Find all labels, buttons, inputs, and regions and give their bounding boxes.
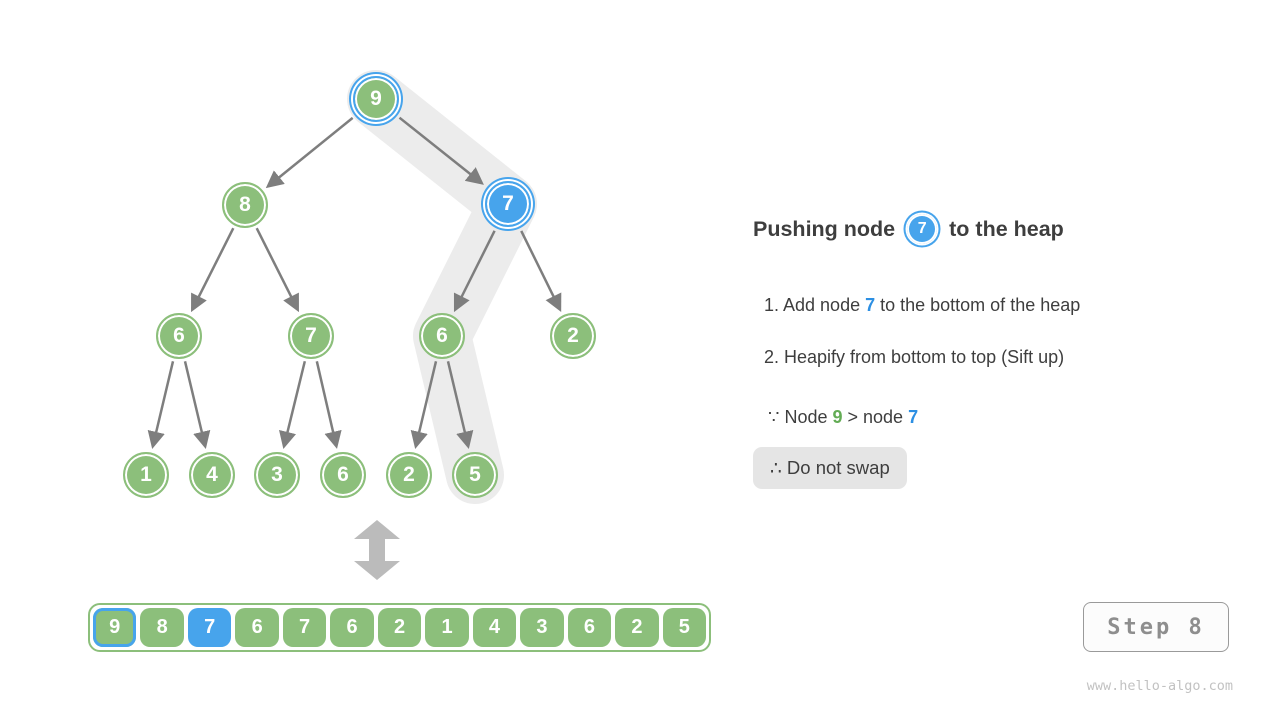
watermark: www.hello-algo.com	[1086, 678, 1233, 694]
because-mid-text: > node	[842, 407, 909, 427]
array-cell: 8	[140, 608, 184, 647]
because-text: ∵ Node	[768, 407, 833, 427]
therefore-box: ∴ Do not swap	[753, 447, 907, 489]
panel-title-suffix: to the heap	[949, 216, 1064, 241]
step-item-2-text: 2. Heapify from bottom to top (Sift up)	[764, 347, 1065, 367]
step-item-1: 1. Add node 7 to the bottom of the heap	[764, 295, 1080, 316]
tree-node: 7	[485, 181, 531, 227]
array-cell: 7	[282, 608, 327, 647]
step-badge: Step 8	[1083, 602, 1229, 652]
array-cell: 3	[520, 608, 564, 647]
tree-node: 8	[222, 182, 268, 228]
tree-node: 9	[353, 76, 399, 122]
tree-node: 7	[288, 313, 334, 359]
tree-edges-layer	[147, 70, 562, 504]
step-badge-label: Step 8	[1107, 614, 1205, 640]
because-blue-value: 7	[908, 407, 919, 427]
tree-node: 1	[123, 452, 169, 498]
title-node-7: 7	[907, 214, 938, 244]
tree-node: 2	[386, 452, 432, 498]
tree-node: 6	[419, 313, 465, 359]
array-cell: 1	[425, 608, 469, 647]
step-item-1-highlight: 7	[865, 295, 876, 315]
array-cell: 7	[187, 608, 232, 647]
panel-title: Pushing node 7 to the heap	[753, 214, 1064, 244]
because-line: ∵ Node 9 > node 7	[768, 407, 918, 428]
step-item-1-tail: to the bottom of the heap	[875, 295, 1081, 315]
array-cell: 6	[330, 608, 374, 647]
because-green-value: 9	[832, 407, 843, 427]
array-cell: 4	[472, 608, 517, 647]
array-cell: 2	[377, 608, 422, 647]
step-item-2: 2. Heapify from bottom to top (Sift up)	[764, 347, 1064, 368]
array-cell: 5	[662, 608, 707, 647]
tree-node: 3	[254, 452, 300, 498]
array-cell: 6	[567, 608, 612, 647]
tree-node: 2	[550, 313, 596, 359]
array-cell: 2	[615, 608, 659, 647]
array-cell: 9	[93, 608, 137, 647]
therefore-text: ∴ Do not swap	[770, 457, 890, 478]
tree-node: 4	[189, 452, 235, 498]
panel-title-prefix: Pushing node	[753, 216, 896, 241]
swap-arrow-icon	[354, 520, 400, 580]
step-item-1-text: 1. Add node	[764, 295, 866, 315]
tree-node: 6	[320, 452, 366, 498]
array-cell: 6	[235, 608, 279, 647]
tree-node: 6	[156, 313, 202, 359]
tree-node: 5	[452, 452, 498, 498]
